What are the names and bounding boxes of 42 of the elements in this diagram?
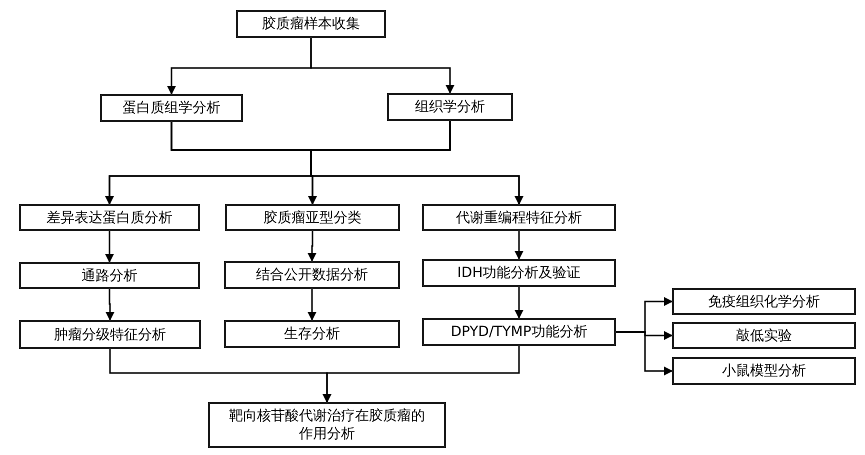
connector-arrow (308, 289, 316, 321)
box-text: 免疫组织化学分析 (708, 292, 820, 310)
process-box (100, 94, 243, 122)
box-text: 胶质瘤亚型分类 (264, 208, 362, 226)
connector-arrow (514, 231, 524, 260)
process-box (19, 320, 201, 349)
connector-arrow (310, 38, 454, 94)
connector-arrow (106, 289, 114, 321)
box-text: 结合公开数据分析 (256, 266, 368, 284)
box-text: 差异表达蛋白质分析 (46, 208, 172, 226)
process-box (208, 402, 446, 448)
connector-arrow (105, 231, 114, 263)
connector-arrow (322, 346, 520, 403)
process-box (224, 261, 400, 289)
process-box (236, 10, 386, 38)
process-box (422, 318, 616, 346)
box-text: 胶质瘤样本收集 (262, 15, 360, 33)
box-text: 代谢重编程特征分析 (456, 208, 582, 226)
connector-arrow (310, 121, 524, 205)
connector-arrow (514, 287, 524, 319)
process-box (387, 93, 513, 121)
process-box (19, 262, 200, 289)
process-box (422, 259, 616, 287)
box-text: 小鼠模型分析 (722, 362, 806, 380)
connector-arrow (616, 331, 673, 376)
process-box (672, 322, 856, 349)
box-text: 敲低实验 (736, 326, 792, 344)
process-box (224, 320, 400, 348)
box-text: IDH功能分析及验证 (457, 264, 581, 282)
box-text: 肿瘤分级特征分析 (54, 326, 166, 344)
process-box (672, 357, 856, 385)
box-text: 生存分析 (284, 325, 340, 343)
box-text: 通路分析 (82, 266, 138, 284)
box-text: DPYD/TYMP功能分析 (450, 323, 588, 341)
process-box (225, 204, 400, 231)
box-text: 蛋白质组学分析 (122, 99, 220, 117)
connector-arrow (308, 231, 316, 262)
process-box (672, 288, 856, 315)
box-text: 靶向核苷酸代谢治疗在胶质瘤的作用分析 (228, 407, 426, 443)
box-text: 组织学分析 (415, 98, 485, 116)
process-box (422, 204, 616, 231)
process-box (19, 204, 200, 231)
